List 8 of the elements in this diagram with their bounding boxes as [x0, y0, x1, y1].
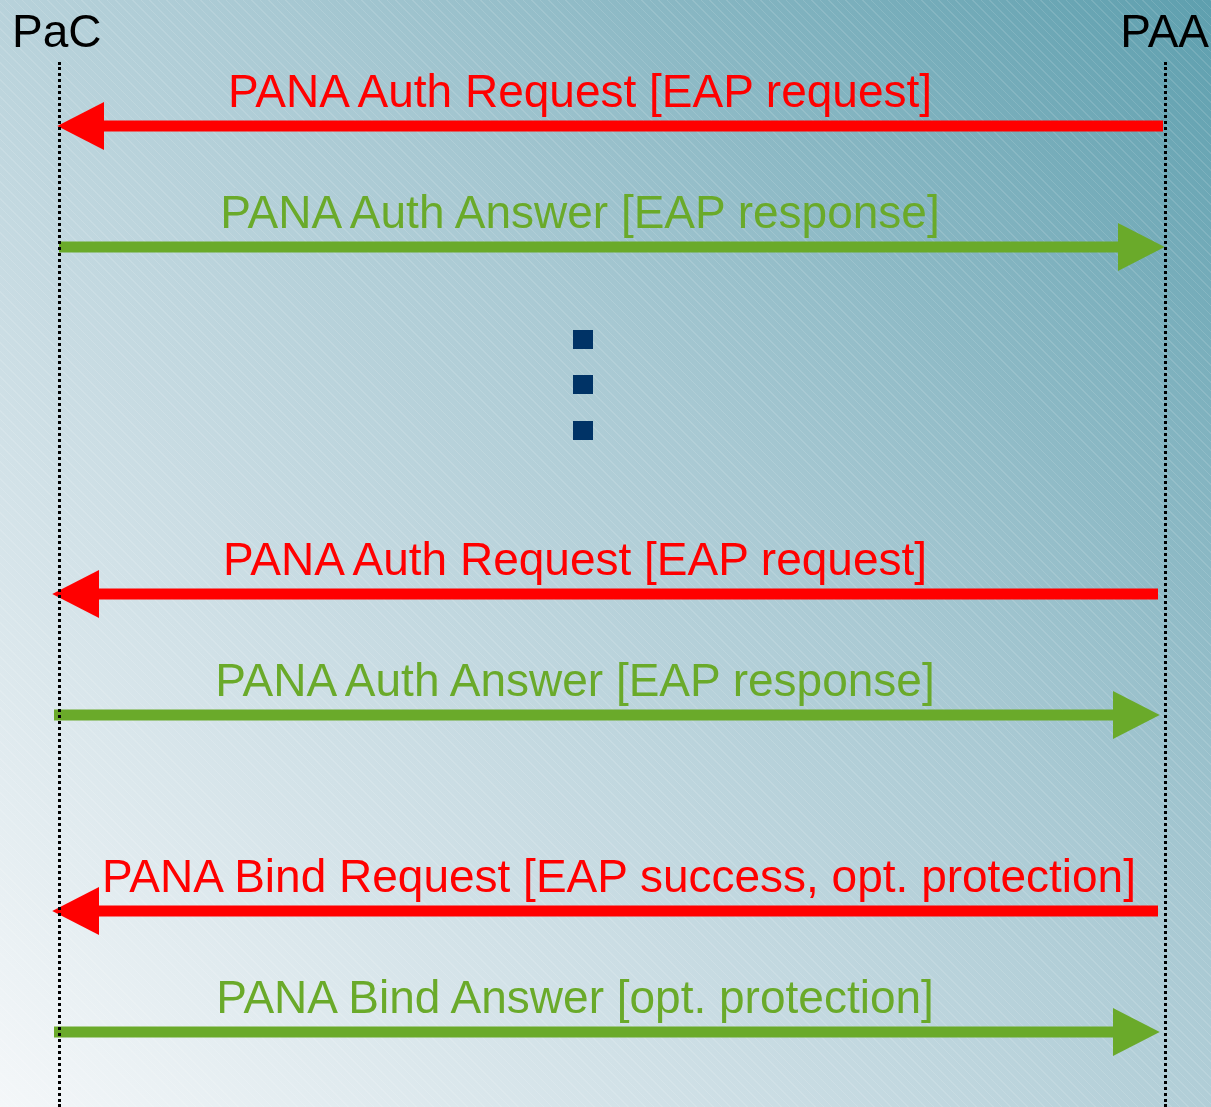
message-arrow	[54, 1008, 1160, 1056]
message-arrow	[59, 223, 1165, 271]
participant-label: PAA	[1120, 8, 1209, 54]
message-arrow	[52, 570, 1158, 618]
message-arrow	[57, 102, 1163, 150]
participant-label: PaC	[12, 8, 102, 54]
message-arrow	[54, 691, 1160, 739]
message-arrow	[52, 887, 1158, 935]
